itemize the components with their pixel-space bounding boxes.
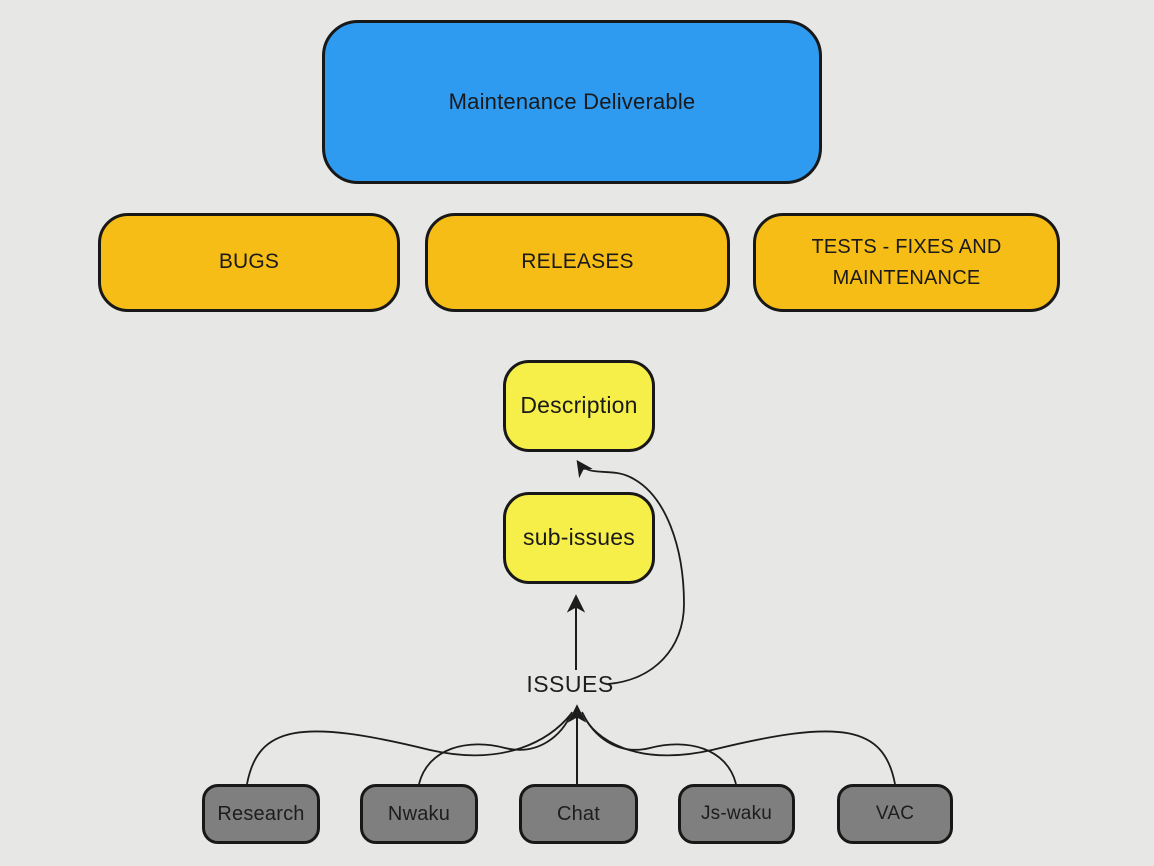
edge-nwaku-to-issues: [418, 711, 573, 785]
node-chat: Chat: [519, 784, 638, 844]
node-js-waku-label: Js-waku: [700, 803, 773, 825]
node-js-waku: Js-waku: [678, 784, 795, 844]
edge-vac-to-issues: [582, 713, 896, 785]
node-research: Research: [202, 784, 320, 844]
node-chat-label: Chat: [556, 802, 601, 825]
node-description-label: Description: [520, 392, 638, 419]
node-maintenance-deliverable-label: Maintenance Deliverable: [448, 88, 696, 114]
node-releases: RELEASES: [425, 213, 730, 312]
node-nwaku-label: Nwaku: [387, 802, 451, 825]
node-maintenance-deliverable: Maintenance Deliverable: [322, 20, 822, 184]
node-vac: VAC: [837, 784, 953, 844]
label-issues: ISSUES: [526, 671, 614, 697]
node-tests-fixes-maintenance-label: TESTS - FIXES AND MAINTENANCE: [811, 235, 1002, 289]
node-description: Description: [503, 360, 655, 452]
node-tests-fixes-maintenance: TESTS - FIXES AND MAINTENANCE: [753, 213, 1060, 312]
node-releases-label: RELEASES: [521, 250, 634, 274]
node-bugs-label: BUGS: [218, 250, 280, 274]
edge-issues-to-description: [576, 459, 685, 685]
edge-js-waku-to-issues: [581, 711, 737, 785]
node-vac-label: VAC: [875, 803, 915, 825]
node-sub-issues: sub-issues: [503, 492, 655, 584]
node-bugs: BUGS: [98, 213, 400, 312]
node-sub-issues-label: sub-issues: [523, 524, 635, 551]
node-nwaku: Nwaku: [360, 784, 478, 844]
edge-research-to-issues: [246, 713, 572, 785]
node-research-label: Research: [217, 802, 305, 825]
